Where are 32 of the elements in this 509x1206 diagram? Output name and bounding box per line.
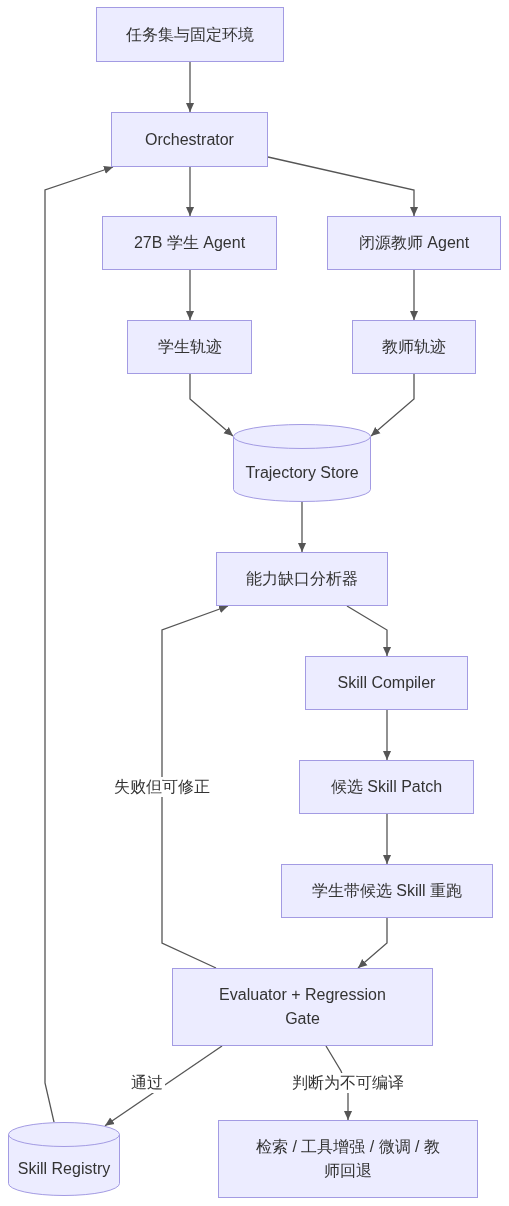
edge-label: 通过	[129, 1073, 165, 1093]
arrow	[185, 269, 195, 321]
process-box: 任务集与固定环境	[96, 7, 284, 62]
arrow	[409, 269, 419, 321]
process-box: 学生带候选 Skill 重跑	[281, 864, 493, 918]
arrow	[346, 605, 392, 657]
process-box: 学生轨迹	[127, 320, 252, 374]
process-box: 教师轨迹	[352, 320, 476, 374]
process-box: 检索 / 工具增强 / 微调 / 教师回退	[218, 1120, 478, 1198]
arrow	[267, 156, 419, 217]
process-box: 闭源教师 Agent	[327, 216, 501, 270]
database-cylinder: Trajectory Store	[233, 424, 371, 502]
arrow	[370, 373, 415, 437]
process-box: 能力缺口分析器	[216, 552, 388, 606]
edge-label: 判断为不可编译	[290, 1073, 406, 1093]
process-box: Orchestrator	[111, 112, 268, 167]
process-box: Evaluator + Regression Gate	[172, 968, 433, 1046]
arrow	[161, 605, 229, 969]
process-box: Skill Compiler	[305, 656, 468, 710]
arrow	[44, 166, 114, 1123]
arrow	[189, 373, 234, 437]
arrow	[297, 501, 307, 553]
arrow	[185, 166, 195, 217]
arrow	[382, 709, 392, 761]
process-box: 27B 学生 Agent	[102, 216, 277, 270]
arrow	[357, 917, 388, 969]
arrow	[185, 61, 195, 113]
edge-label: 失败但可修正	[112, 777, 212, 797]
arrow	[104, 1045, 223, 1127]
database-cylinder: Skill Registry	[8, 1122, 120, 1196]
arrow	[382, 813, 392, 865]
process-box: 候选 Skill Patch	[299, 760, 474, 814]
